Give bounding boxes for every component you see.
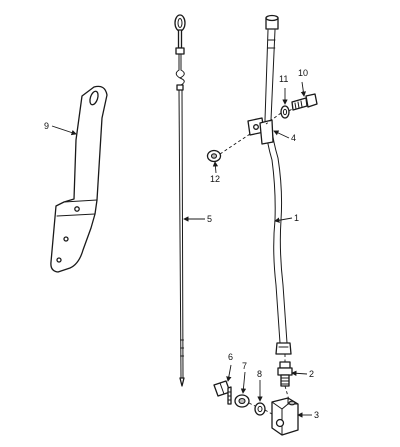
fitting-part — [277, 361, 293, 387]
callout-4: 4 — [291, 133, 296, 143]
dashed-assembly-line — [284, 385, 290, 401]
callout-9: 9 — [44, 121, 49, 131]
bolt-part — [213, 380, 232, 405]
dipstick-tube-part — [247, 14, 292, 355]
callout-5: 5 — [207, 214, 212, 224]
callout-leader — [240, 371, 247, 394]
callout-leader — [51, 125, 77, 136]
callout-2: 2 — [309, 369, 314, 379]
callout-leader — [291, 370, 308, 376]
callout-6: 6 — [228, 352, 233, 362]
bracket-part — [50, 85, 108, 273]
callout-leader — [274, 217, 293, 223]
dipstick-part — [174, 14, 186, 387]
callout-leader — [212, 161, 219, 174]
callout-1: 1 — [294, 213, 299, 223]
callout-10: 10 — [298, 68, 308, 78]
dashed-assembly-line — [288, 108, 293, 112]
callout-7: 7 — [242, 361, 247, 371]
callout-8: 8 — [257, 369, 262, 379]
callout-leader — [273, 130, 290, 139]
washer-part — [234, 394, 250, 408]
washer-part — [206, 149, 222, 163]
dashed-assembly-line — [219, 133, 251, 155]
washer-part — [254, 402, 266, 416]
bolt-part — [291, 93, 318, 111]
washer-part — [280, 105, 290, 119]
callout-3: 3 — [314, 410, 319, 420]
adapter-block-part — [271, 397, 299, 436]
dashed-assembly-line — [248, 402, 273, 415]
callout-12: 12 — [210, 174, 220, 184]
callout-11: 11 — [279, 74, 288, 84]
callout-leader — [300, 81, 307, 97]
callout-leader — [226, 364, 232, 382]
